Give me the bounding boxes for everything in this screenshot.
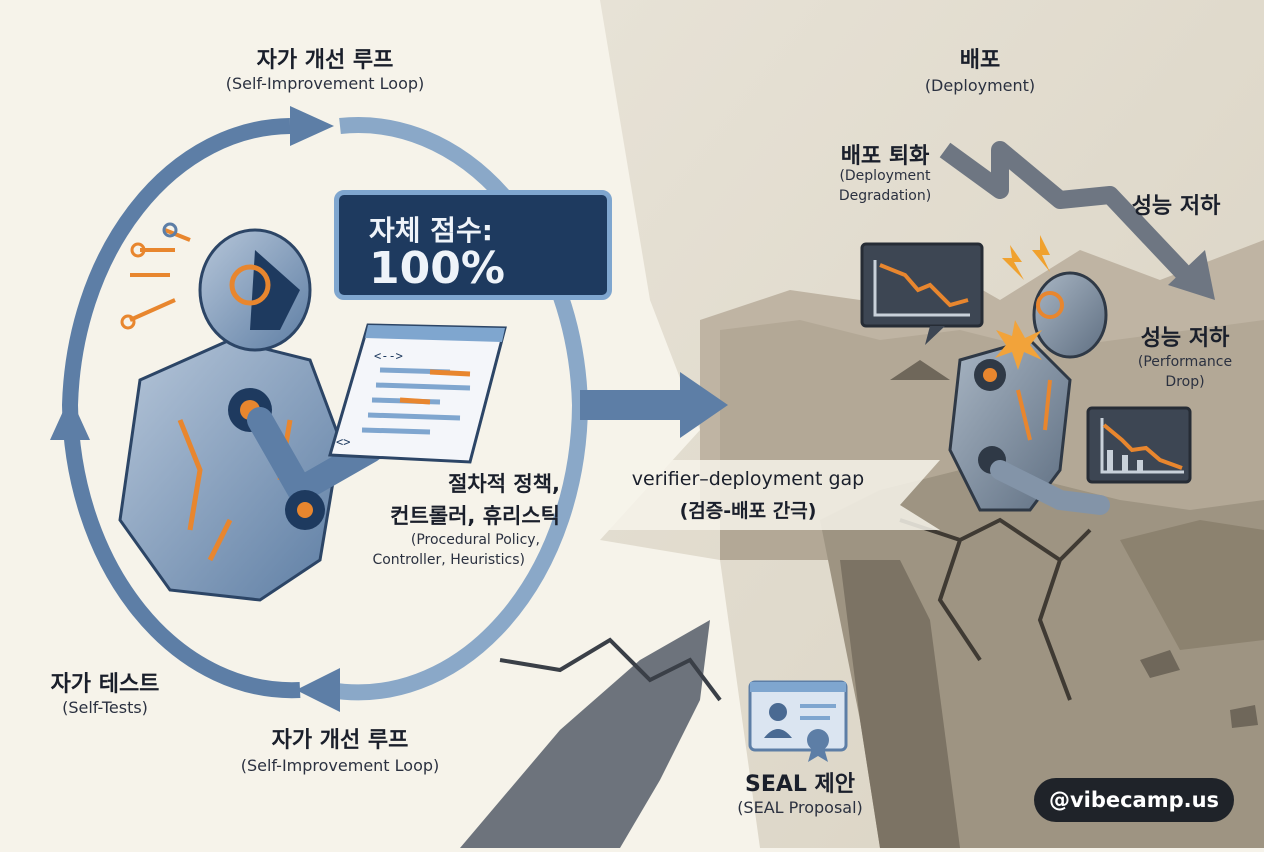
loop-arrowhead-top [290, 106, 334, 146]
decline-chart-icon-2 [1086, 406, 1192, 484]
right-robot [948, 235, 1110, 515]
degradation-title: 배포 퇴화 [840, 144, 930, 169]
policy-title-line2: 컨트롤러, 휴리스틱 [390, 504, 560, 528]
gap-arrow [580, 372, 728, 438]
policy-title-line1: 절차적 정책, [448, 472, 560, 496]
degradation-subtitle-line2: Degradation) [838, 188, 932, 204]
cliff-shadow [840, 560, 960, 848]
left-rock-crack [499, 637, 722, 702]
author-handle-badge[interactable]: @vibecamp.us [1034, 778, 1234, 822]
gap-band [600, 460, 940, 530]
lightning-icon [1002, 235, 1050, 280]
loop-bottom-title: 자가 개선 루프 [271, 728, 409, 753]
self-score-value: 100% [369, 243, 505, 294]
perf-drop-subtitle-line1: (Performance [1137, 354, 1233, 370]
loop-circle-right-arc [328, 117, 589, 701]
code-line-1: <--> [374, 349, 403, 363]
decline-chart-icon-1 [860, 242, 984, 345]
loop-arrowhead-bottom [296, 668, 340, 712]
policy-subtitle-line1: (Procedural Policy, [410, 532, 540, 548]
loop-top-subtitle: (Self-Improvement Loop) [225, 74, 425, 93]
perf-drop-subtitle-line2: Drop) [1165, 374, 1205, 390]
decline-arrow [939, 141, 1202, 292]
perf-drop-title: 성능 저하 [1140, 326, 1230, 351]
left-robot [118, 222, 423, 602]
self-score-box: 자체 점수: 100% [334, 190, 612, 300]
deployment-title: 배포 [959, 48, 1001, 73]
cliff-right [1120, 520, 1264, 650]
gap-label-ko: (검증-배포 간극) [679, 500, 817, 522]
gap-label-en: verifier–deployment gap [631, 468, 865, 490]
seal-certificate-icon [748, 680, 848, 762]
decline-arrowhead [1168, 250, 1215, 300]
self-tests-subtitle: (Self-Tests) [62, 698, 148, 717]
self-score-label: 자체 점수: [369, 214, 493, 247]
seal-title: SEAL 제안 [744, 772, 856, 797]
loop-top-title: 자가 개선 루프 [256, 48, 394, 73]
degradation-subtitle-line1: (Deployment [839, 168, 931, 184]
loop-arrowhead-left [50, 396, 90, 440]
code-line-2: <> [336, 435, 350, 449]
self-tests-title: 자가 테스트 [50, 672, 160, 697]
code-panel [328, 323, 507, 464]
policy-subtitle-line2: Controller, Heuristics) [372, 552, 525, 568]
loop-bottom-subtitle: (Self-Improvement Loop) [240, 756, 440, 775]
deployment-subtitle: (Deployment) [924, 76, 1036, 95]
seal-subtitle: (SEAL Proposal) [737, 798, 863, 817]
cliff-cracks [899, 517, 1092, 701]
perf-drop-top-title: 성능 저하 [1131, 194, 1221, 219]
spark-icon [995, 320, 1042, 370]
